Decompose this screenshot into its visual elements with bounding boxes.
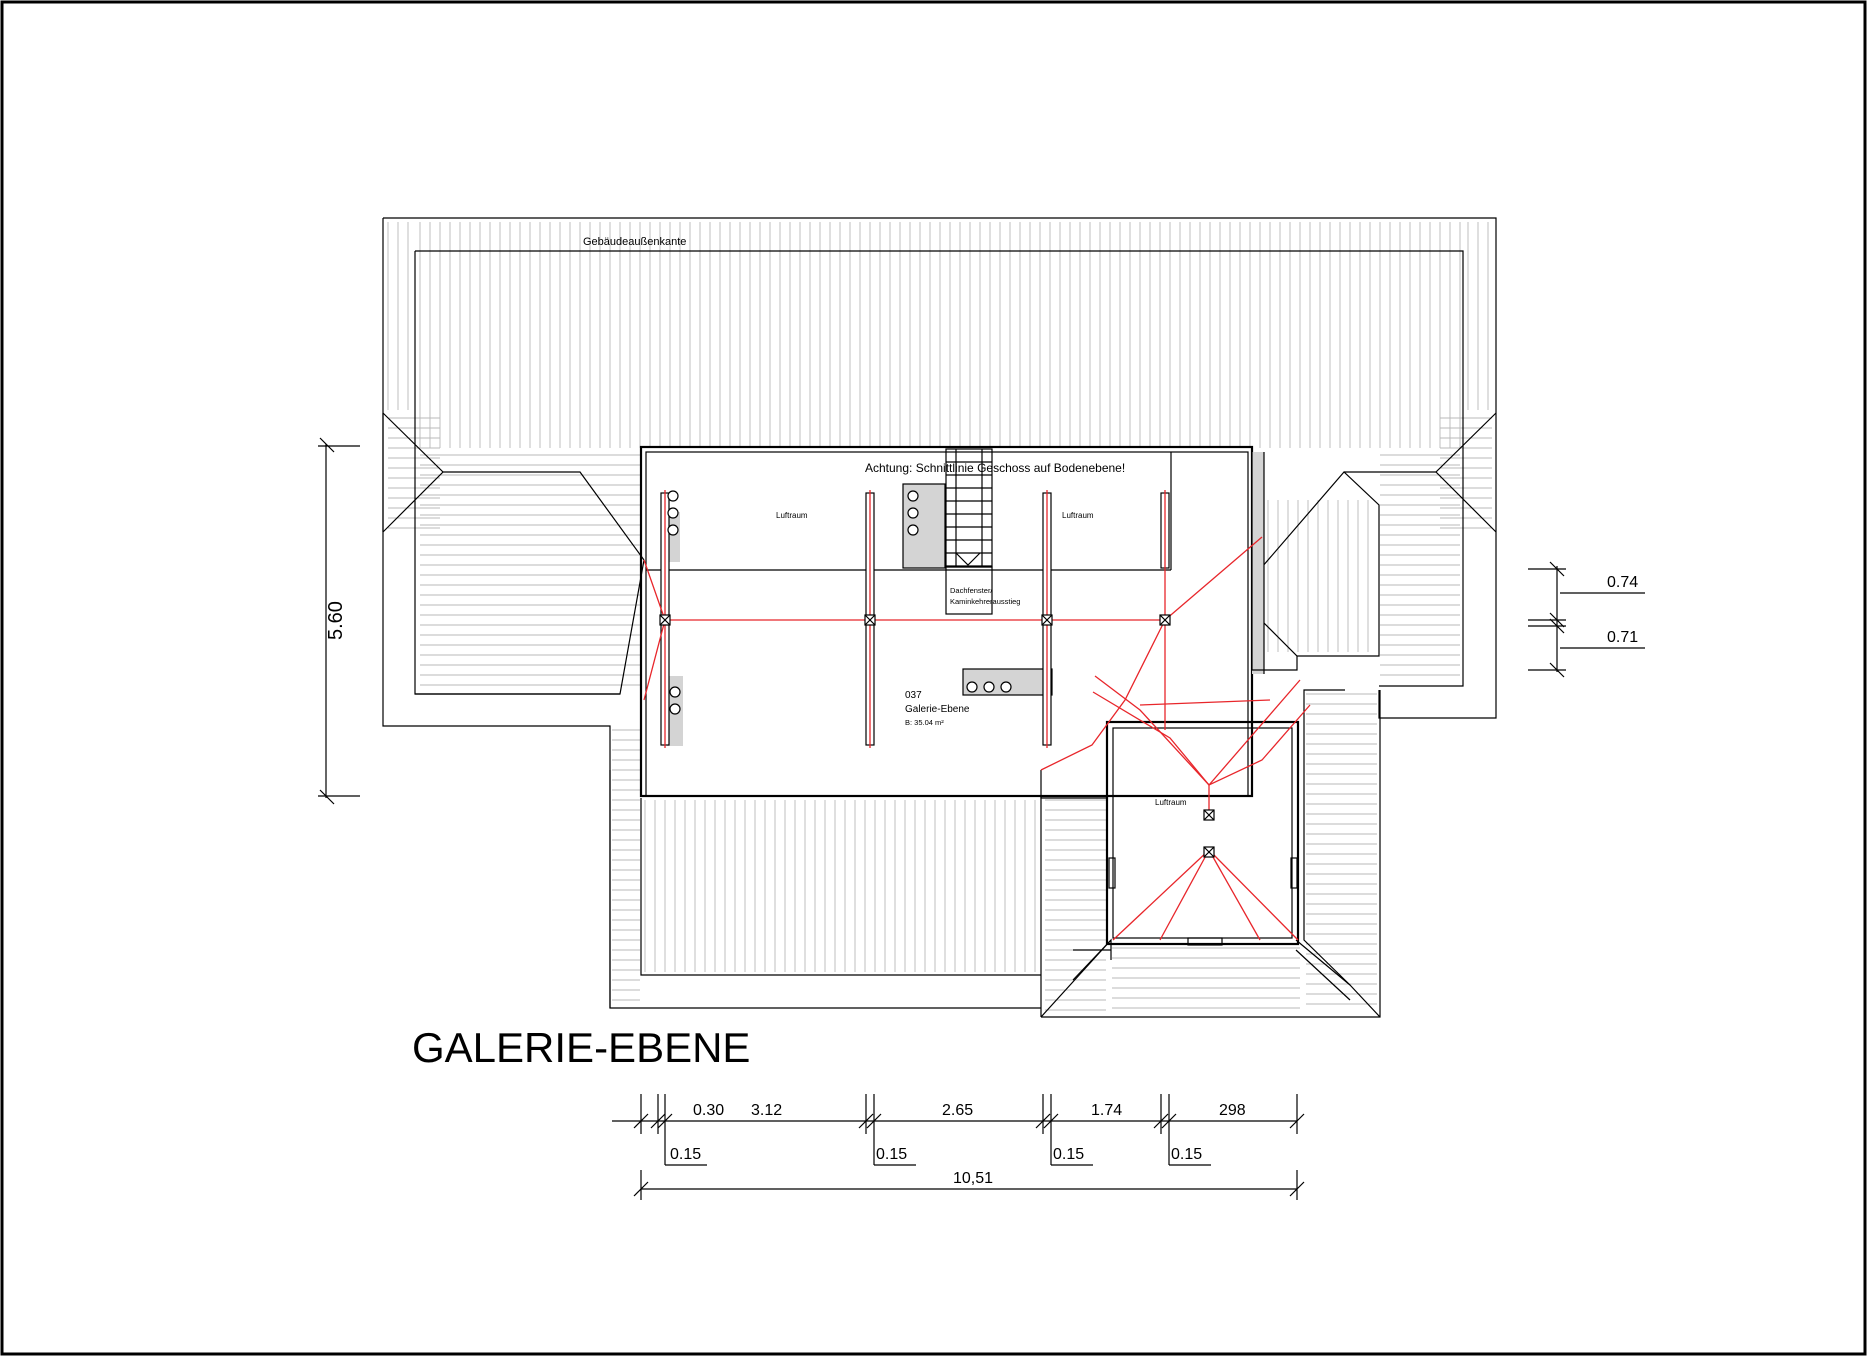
bay-window (1187, 937, 1223, 946)
dim-total: 10,51 (953, 1170, 993, 1187)
kaminkehrer-label: Kaminkehrerausstieg (950, 597, 1020, 606)
left-dimension: 5.60 (318, 437, 360, 805)
warning-label: Achtung: Schnittlinie Geschoss auf Boden… (865, 461, 1125, 475)
luftraum-label-3: Luftraum (1155, 798, 1187, 807)
room-number: 037 (905, 690, 922, 701)
gallery-walls (639, 445, 1300, 946)
flue-circles (667, 490, 1012, 715)
roof-outline (382, 217, 1497, 1018)
dim-bottom-4: 298 (1219, 1102, 1246, 1119)
dim-small-3: 0.15 (1171, 1146, 1202, 1163)
right-dimension: 0.74 0.71 (1528, 561, 1645, 678)
section-lines[interactable] (643, 490, 1311, 941)
roof-hatch-bottom (644, 800, 1036, 972)
column-markers (659, 614, 1215, 858)
roof-hatch-bay (1045, 799, 1300, 1011)
roof-hatch-stair (945, 448, 993, 615)
dim-bottom-2: 2.65 (942, 1102, 973, 1119)
bay-room-wall (1105, 720, 1300, 946)
dim-bottom-3: 1.74 (1091, 1102, 1122, 1119)
roof-hatch (387, 222, 1492, 1011)
luftraum-label-2: Luftraum (1062, 511, 1094, 520)
roof-hatch-right (1380, 417, 1492, 676)
dim-bottom-0: 0.30 (693, 1102, 724, 1119)
roof-hatch-northeast (1267, 500, 1369, 652)
plan-title: GALERIE-EBENE (412, 1024, 750, 1071)
dim-right-bottom: 0.71 (1607, 629, 1638, 646)
roof-hatch-southwest-gable (612, 729, 640, 1001)
room-area: B: 35.04 m² (905, 718, 944, 727)
roof-hatch-southeast (1306, 693, 1377, 1005)
room-name: Galerie-Ebene (905, 704, 970, 715)
chimney-wall (1252, 452, 1264, 674)
bottom-dimension: 0.30 3.12 2.65 1.74 298 0.15 0.15 0.15 0… (612, 1094, 1305, 1200)
plan-labels: Gebäudeaußenkante Achtung: Schnittlinie … (583, 236, 1187, 807)
dim-bottom-1: 3.12 (751, 1102, 782, 1119)
dim-small-1: 0.15 (876, 1146, 907, 1163)
dim-left-vertical: 5.60 (325, 601, 347, 640)
flue-blocks (667, 483, 1053, 746)
luftraum-label-1: Luftraum (776, 511, 808, 520)
roof-hatch-left (388, 417, 640, 686)
dim-small-2: 0.15 (1053, 1146, 1084, 1163)
dim-small-0: 0.15 (670, 1146, 701, 1163)
outer-edge-label: Gebäudeaußenkante (583, 236, 686, 248)
dim-right-top: 0.74 (1607, 574, 1638, 591)
roof-hatch-top (387, 222, 1489, 448)
dachfenster-label: Dachfenster/ (950, 586, 993, 595)
